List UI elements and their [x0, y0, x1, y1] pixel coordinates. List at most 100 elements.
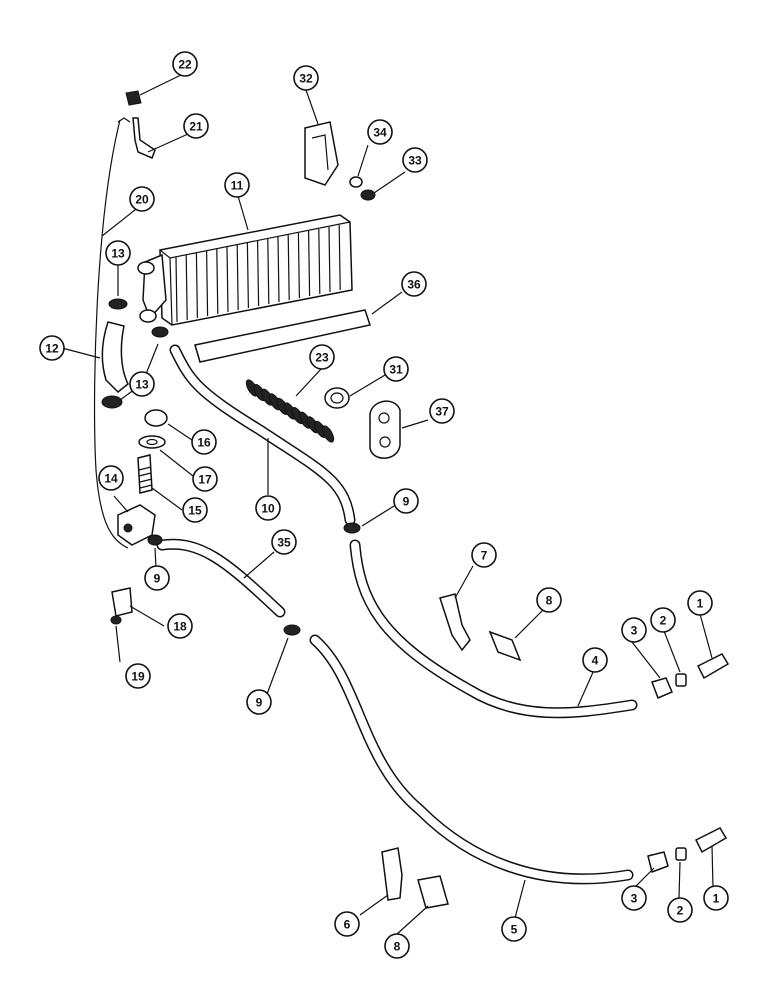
callout-number: 8: [394, 940, 401, 954]
part-36-foam-strip: [194, 309, 371, 363]
heater-fin: [216, 248, 219, 315]
leader-9a: [154, 547, 157, 569]
leader-19: [115, 625, 121, 663]
heater-fins: [175, 224, 341, 323]
callout-c23: 23: [309, 344, 335, 370]
callout-c18: 18: [167, 613, 193, 639]
callout-c32: 32: [293, 65, 319, 91]
callout-c34: 34: [367, 119, 393, 145]
callout-c36: 36: [401, 271, 427, 297]
callout-number: 19: [131, 670, 145, 684]
callout-number: 20: [135, 193, 149, 207]
leader-36: [371, 291, 403, 315]
heater-fin: [185, 254, 188, 321]
part-1-connector-b: [694, 827, 728, 854]
leader-9b: [361, 505, 395, 527]
callout-c6: 6: [334, 911, 360, 937]
callout-circle: [582, 647, 608, 673]
callout-circle: [246, 689, 272, 715]
part-20-cable: [93, 119, 129, 549]
callout-c31: 31: [383, 356, 409, 382]
part-37-gasket: [369, 400, 401, 459]
leader-33: [373, 171, 406, 194]
callout-circle: [429, 398, 455, 424]
callout-c9b: 9: [393, 488, 419, 514]
callout-number: 8: [546, 594, 553, 608]
callout-c15: 15: [182, 497, 208, 523]
callout-number: 18: [173, 620, 187, 634]
callout-circle: [191, 429, 217, 455]
leader-21: [147, 133, 189, 153]
part-17-washer: [138, 435, 166, 449]
callout-circle: [687, 590, 713, 616]
leader-3a: [631, 641, 661, 679]
gasket-hole-b: [379, 436, 391, 448]
cable-end: [117, 117, 131, 123]
callout-number: 9: [256, 696, 263, 710]
part-9-clamp-a: [147, 534, 163, 546]
callout-circle: [621, 617, 647, 643]
part-11-heater-core: [137, 214, 353, 326]
callout-circle: [105, 240, 131, 266]
callout-number: 11: [231, 179, 244, 193]
part-2-ferrule-b: [675, 847, 687, 861]
callout-circle: [309, 344, 335, 370]
callout-circle: [39, 335, 65, 361]
leader-2a: [663, 630, 681, 673]
leader-lines: [61, 72, 714, 935]
callout-number: 35: [277, 536, 291, 550]
leader-6: [359, 894, 389, 916]
callout-circle: [401, 271, 427, 297]
callout-number: 4: [592, 654, 599, 668]
callout-number: 12: [45, 342, 59, 356]
valve-knob: [123, 523, 133, 533]
heater-fin: [287, 234, 290, 301]
callout-circle: [167, 613, 193, 639]
callout-circle: [402, 147, 428, 173]
heater-fin: [308, 230, 311, 297]
heater-fin: [257, 240, 260, 307]
callout-c3a: 3: [621, 617, 647, 643]
leader-2b: [678, 861, 681, 899]
callout-c21: 21: [183, 113, 209, 139]
part-31-grommet: [324, 387, 350, 409]
heater-fin: [277, 236, 280, 303]
part-19-bolt: [110, 615, 122, 625]
callout-circle: [367, 119, 393, 145]
heater-fin: [328, 226, 331, 293]
callout-c1a: 1: [687, 590, 713, 616]
callout-number: 2: [677, 904, 684, 918]
callout-c5: 5: [501, 916, 527, 942]
callout-number: 13: [111, 247, 125, 261]
callout-number: 31: [389, 363, 403, 377]
callout-circle: [667, 897, 693, 923]
callout-c35: 35: [271, 529, 297, 555]
callout-number: 2: [660, 614, 667, 628]
heater-fin: [195, 252, 198, 319]
callout-circle: [384, 933, 410, 959]
callout-c9a: 9: [144, 565, 170, 591]
callout-c14: 14: [98, 465, 124, 491]
leader-17: [159, 449, 194, 477]
callout-number: 33: [408, 154, 422, 168]
part-2-ferrule-a: [675, 673, 687, 687]
callout-number: 34: [373, 126, 387, 140]
leader-34: [357, 144, 369, 177]
leader-22: [139, 72, 186, 96]
callout-c11: 11: [224, 172, 250, 198]
spring-coil: [321, 425, 335, 443]
callout-circle: [98, 465, 124, 491]
callout-balloons: 2221201113121316171415918193234333623313…: [39, 51, 729, 959]
callout-c9c: 9: [246, 689, 272, 715]
callout-c33: 33: [402, 147, 428, 173]
callout-circle: [501, 916, 527, 942]
leader-35: [243, 551, 275, 579]
callout-circle: [271, 529, 297, 555]
callout-c19: 19: [125, 663, 151, 689]
leader-32: [305, 89, 319, 125]
part-23-spring: [245, 379, 335, 443]
callout-number: 15: [188, 504, 202, 518]
part-3-nut-a: [651, 677, 673, 699]
leader-9c: [263, 637, 289, 703]
